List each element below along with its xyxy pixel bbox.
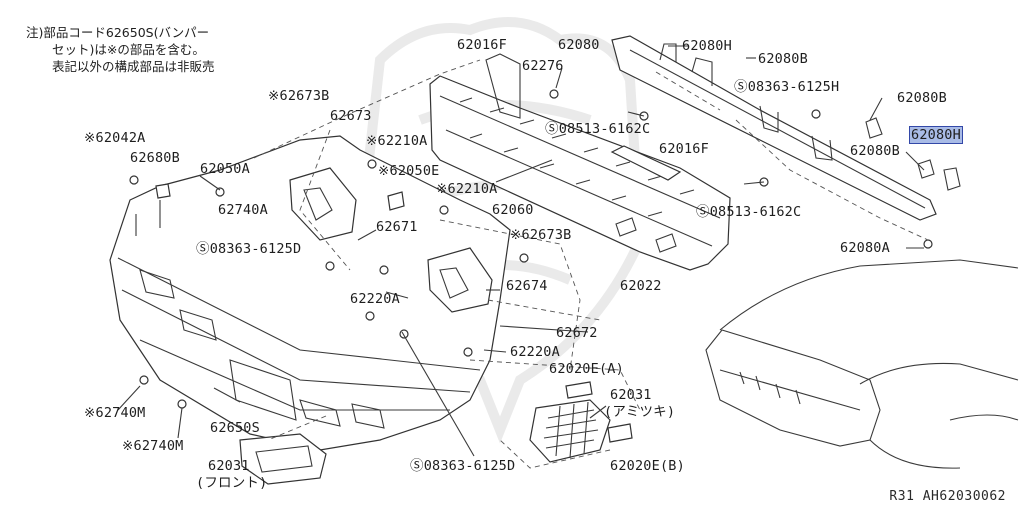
- label-62080H-top[interactable]: 62080H: [682, 38, 732, 54]
- label-62673B-lower[interactable]: ※62673B: [510, 227, 572, 243]
- grille-62031-mesh: [529, 399, 611, 463]
- label-08513-6162C-right[interactable]: Ⓢ08513-6162C: [696, 204, 802, 220]
- upper-reinforcement-62080: [611, 35, 961, 221]
- bracket-62674: [427, 247, 493, 313]
- label-08363-6125D-left[interactable]: Ⓢ08363-6125D: [196, 241, 302, 257]
- note-line-1: 注)部品コード62650S(バンパー: [26, 25, 210, 40]
- label-62020E-A[interactable]: 62020E(A): [549, 361, 624, 377]
- clip-62680B: [155, 183, 171, 199]
- leader-lines: [117, 45, 925, 457]
- label-62031-front[interactable]: 62031: [208, 458, 250, 474]
- diagram-code: R31 AH62030062: [889, 489, 1006, 504]
- label-62740M-upper[interactable]: ※62740M: [84, 405, 146, 421]
- label-62016F-top[interactable]: 62016F: [457, 37, 507, 53]
- label-62276[interactable]: 62276: [522, 58, 564, 74]
- label-62740A[interactable]: 62740A: [218, 202, 268, 218]
- parts-note: 注)部品コード62650S(バンパー セット)は※の部品を含む。 表記以外の構成…: [26, 24, 215, 75]
- label-62031-mesh-sub: (アミツキ): [604, 404, 676, 420]
- strip-62016F: [610, 145, 682, 181]
- label-62080A[interactable]: 62080A: [840, 240, 890, 256]
- label-62022[interactable]: 62022: [620, 278, 662, 294]
- label-62080B-top[interactable]: 62080B: [758, 51, 808, 67]
- label-08363-6125H[interactable]: Ⓢ08363-6125H: [734, 79, 840, 95]
- label-62031-front-sub: (フロント): [196, 475, 268, 491]
- label-62673[interactable]: 62673: [330, 108, 372, 124]
- note-line-2: セット)は※の部品を含む。: [52, 42, 205, 57]
- label-62080B-right[interactable]: 62080B: [897, 90, 947, 106]
- label-62080-top[interactable]: 62080: [558, 37, 600, 53]
- clip-62020EB: [607, 423, 633, 443]
- bracket-62673: [289, 167, 357, 241]
- bumper-fascia-62650S: [109, 135, 511, 451]
- label-62031-mesh[interactable]: 62031: [610, 387, 652, 403]
- label-62210A-upper[interactable]: ※62210A: [366, 133, 428, 149]
- energy-absorber-62022: [429, 53, 731, 271]
- label-62740M-lower[interactable]: ※62740M: [122, 438, 184, 454]
- label-62042A[interactable]: ※62042A: [84, 130, 146, 146]
- note-line-3: 表記以外の構成部品は非販売: [52, 59, 215, 74]
- label-62673B-upper[interactable]: ※62673B: [268, 88, 330, 104]
- label-62050A[interactable]: 62050A: [200, 161, 250, 177]
- label-62220A-lower[interactable]: 62220A: [510, 344, 560, 360]
- label-62680B[interactable]: 62680B: [130, 150, 180, 166]
- label-62020E-B[interactable]: 62020E(B): [610, 458, 685, 474]
- label-62080H-highlighted[interactable]: 62080H: [909, 126, 963, 144]
- label-62050E[interactable]: ※62050E: [378, 163, 440, 179]
- label-62672[interactable]: 62672: [556, 325, 598, 341]
- label-62674[interactable]: 62674: [506, 278, 548, 294]
- label-62220A-upper[interactable]: 62220A: [350, 291, 400, 307]
- clip-62050E: [387, 191, 405, 211]
- label-62210A-lower[interactable]: ※62210A: [436, 181, 498, 197]
- label-62080B-mid[interactable]: 62080B: [850, 143, 900, 159]
- label-62060[interactable]: 62060: [492, 202, 534, 218]
- label-62671[interactable]: 62671: [376, 219, 418, 235]
- vehicle-front-sketch: [705, 259, 1019, 469]
- label-08363-6125D-bottom[interactable]: Ⓢ08363-6125D: [410, 458, 516, 474]
- assembly-dashed-lines: [253, 59, 929, 469]
- label-08513-6162C-top[interactable]: Ⓢ08513-6162C: [545, 121, 651, 137]
- clip-62020EA: [565, 381, 593, 399]
- label-62650S[interactable]: 62650S: [210, 420, 260, 436]
- label-62016F-mid[interactable]: 62016F: [659, 141, 709, 157]
